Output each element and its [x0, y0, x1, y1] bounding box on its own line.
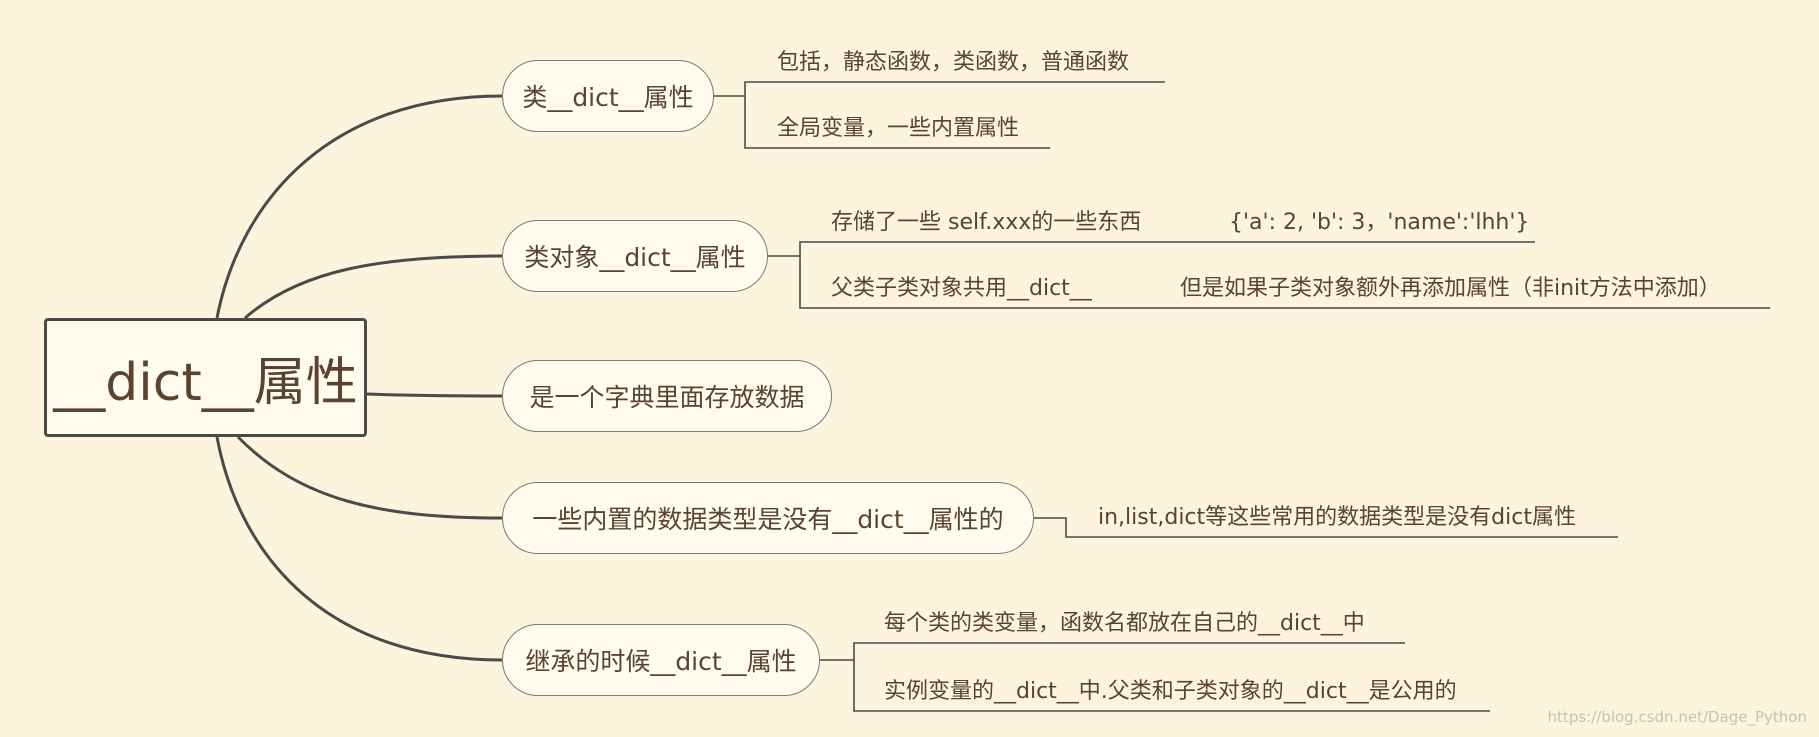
watermark: https://blog.csdn.net/Dage_Python — [1547, 708, 1807, 726]
branch-node-inheritance[interactable]: 继承的时候__dict__属性 — [502, 624, 820, 696]
connector-b1-c1 — [714, 81, 1165, 97]
connector-b5-c1 — [820, 642, 1405, 661]
leaf-subclass-extra[interactable]: 但是如果子类对象额外再添加属性（非init方法中添加） — [1180, 276, 1721, 301]
leaf-instance-variables[interactable]: 实例变量的__dict__中.父类和子类对象的__dict__是公用的 — [884, 679, 1457, 704]
leaf-class-globals[interactable]: 全局变量，一些内置属性 — [777, 116, 1020, 141]
leaf-class-functions[interactable]: 包括，静态函数，类函数，普通函数 — [777, 50, 1130, 75]
branch-node-class-dict[interactable]: 类__dict__属性 — [502, 60, 714, 132]
connector-b2-c2 — [799, 256, 1770, 309]
connector-b5-c2 — [853, 660, 1490, 712]
connector-b4-c1 — [1034, 517, 1618, 538]
leaf-self-attributes[interactable]: 存储了一些 self.xxx的一些东西 — [831, 210, 1142, 235]
branch-node-builtin-types[interactable]: 一些内置的数据类型是没有__dict__属性的 — [502, 482, 1034, 554]
leaf-dict-example[interactable]: {'a': 2, 'b': 3，'name':'lhh'} — [1229, 210, 1530, 235]
connector-root-branch-2 — [244, 254, 503, 320]
leaf-class-variables[interactable]: 每个类的类变量，函数名都放在自己的__dict__中 — [884, 611, 1365, 636]
connector-root-branch-5 — [215, 436, 503, 662]
root-node[interactable]: __dict__属性 — [44, 318, 367, 437]
leaf-builtin-no-dict[interactable]: in,list,dict等这些常用的数据类型是没有dict属性 — [1098, 505, 1576, 530]
branch-node-dictionary[interactable]: 是一个字典里面存放数据 — [502, 360, 832, 432]
connector-root-branch-1 — [215, 94, 503, 319]
leaf-shared-dict[interactable]: 父类子类对象共用__dict__ — [831, 276, 1092, 301]
connector-b2-c1 — [768, 241, 1535, 257]
branch-node-instance-dict[interactable]: 类对象__dict__属性 — [502, 220, 768, 292]
connector-root-branch-4 — [236, 435, 503, 520]
connector-b1-c2 — [744, 96, 1050, 149]
connector-root-branch-3 — [366, 392, 503, 398]
